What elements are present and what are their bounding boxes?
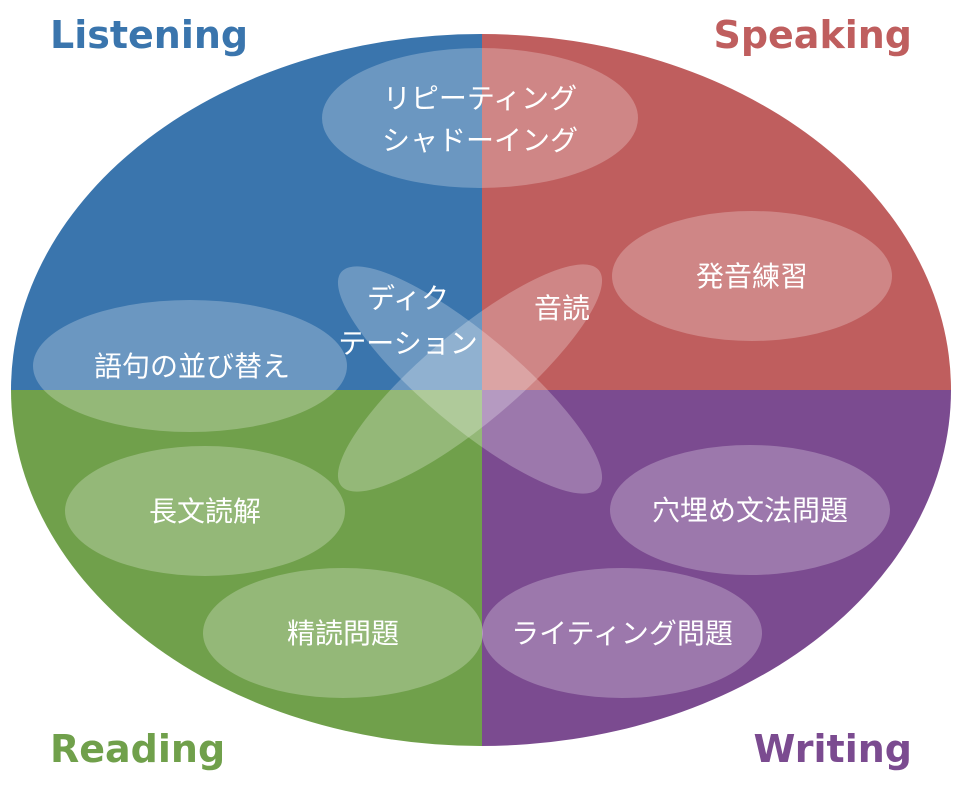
word-order-text: 語句の並び替え: [94, 350, 290, 383]
fill-in-grammar-text: 穴埋め文法問題: [652, 494, 848, 527]
close-reading-bubble: [203, 568, 483, 698]
reading-aloud-text: 音読: [534, 292, 590, 325]
writing-task-bubble: [482, 568, 762, 698]
close-reading-text: 精読問題: [287, 617, 399, 650]
pronunciation-text: 発音練習: [696, 260, 808, 293]
reading-aloud-bubble: [337, 264, 603, 492]
long-reading-bubble: [65, 446, 345, 576]
dictation-text-2: テーション: [338, 327, 477, 360]
listening-label: Listening: [50, 13, 248, 57]
shadowing-text: シャドーイング: [382, 124, 578, 157]
pronunciation-bubble: [612, 211, 892, 341]
fill-in-grammar-bubble: [610, 445, 890, 575]
long-reading-text: 長文読解: [149, 495, 261, 528]
repeating-shadowing-bubble: [322, 48, 638, 188]
speaking-label: Speaking: [713, 13, 912, 57]
reading-label: Reading: [50, 727, 225, 771]
dictation-text-1: ディク: [367, 282, 449, 315]
repeating-text: リピーティング: [383, 82, 577, 115]
writing-task-text: ライティング問題: [511, 617, 733, 650]
dictation-bubble: [337, 266, 603, 494]
writing-label: Writing: [754, 727, 912, 771]
word-order-bubble: [33, 300, 347, 432]
